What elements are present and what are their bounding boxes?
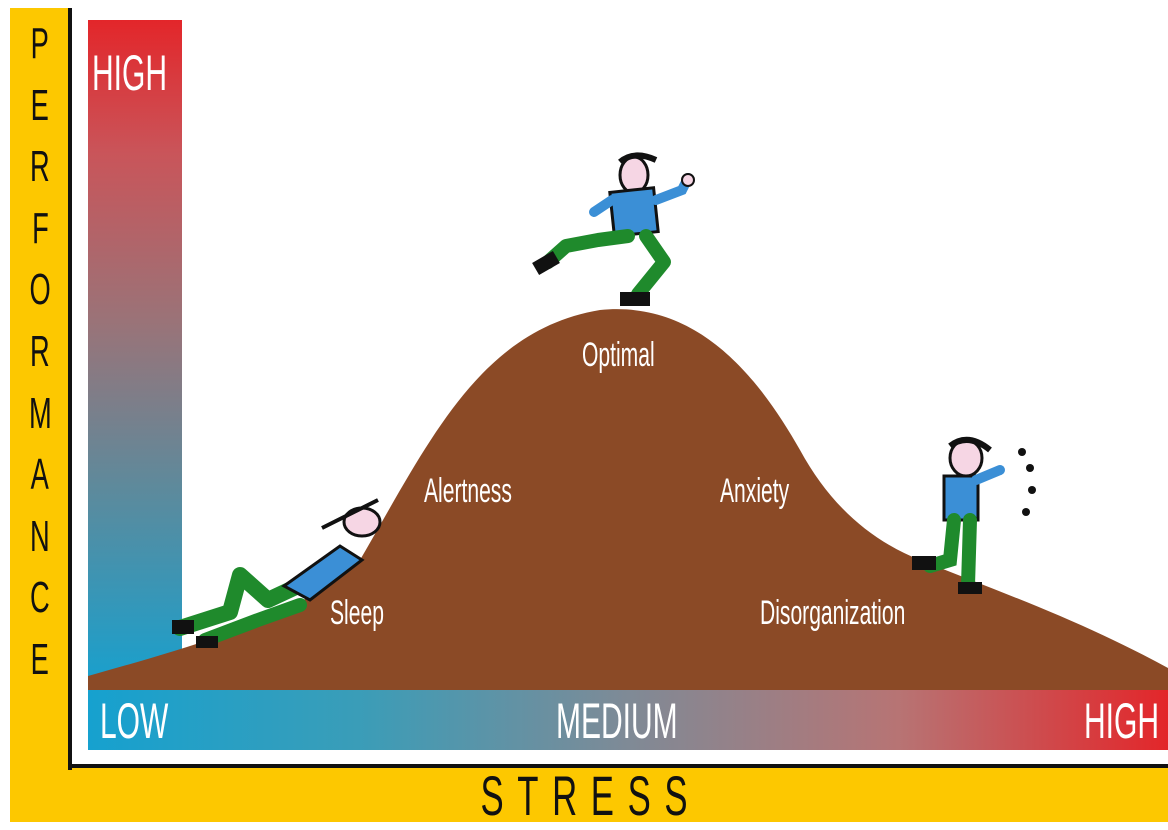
y-axis-line (68, 8, 72, 770)
running-person-icon (532, 152, 695, 306)
y-title-letter: M (28, 388, 52, 438)
y-axis-title: P E R F O R M A N C E (22, 22, 58, 682)
y-title-letter: E (30, 80, 50, 130)
y-title-letter: R (30, 326, 50, 376)
optimal-label: Optimal (582, 336, 655, 374)
y-title-letter: A (30, 450, 50, 500)
stress-medium-label: MEDIUM (556, 693, 678, 749)
x-axis-frame (10, 767, 1168, 822)
hill-shape (88, 309, 1168, 690)
stress-high-label: HIGH (1084, 693, 1159, 749)
performance-high-label: HIGH (92, 45, 167, 101)
y-title-letter: E (30, 634, 50, 684)
alertness-label: Alertness (424, 472, 512, 510)
y-title-letter: R (30, 142, 50, 192)
stress-low-label: LOW (100, 693, 169, 749)
disorganization-label: Disorganization (760, 594, 906, 632)
x-axis-title: STRESS (480, 764, 702, 827)
y-title-letter: P (30, 19, 50, 68)
y-title-letter: O (29, 265, 51, 315)
stress-gradient-bar (88, 688, 1168, 750)
sleep-label: Sleep (330, 594, 384, 632)
sleeping-person-icon (172, 498, 382, 648)
y-axis-frame (10, 8, 68, 822)
y-title-letter: N (30, 511, 50, 561)
y-title-letter: C (30, 573, 50, 623)
y-title-letter: F (31, 203, 49, 253)
x-axis-line (68, 764, 1168, 768)
performance-gradient-bar (88, 20, 182, 690)
anxiety-label: Anxiety (720, 472, 790, 510)
anxious-person-icon (912, 437, 1036, 594)
